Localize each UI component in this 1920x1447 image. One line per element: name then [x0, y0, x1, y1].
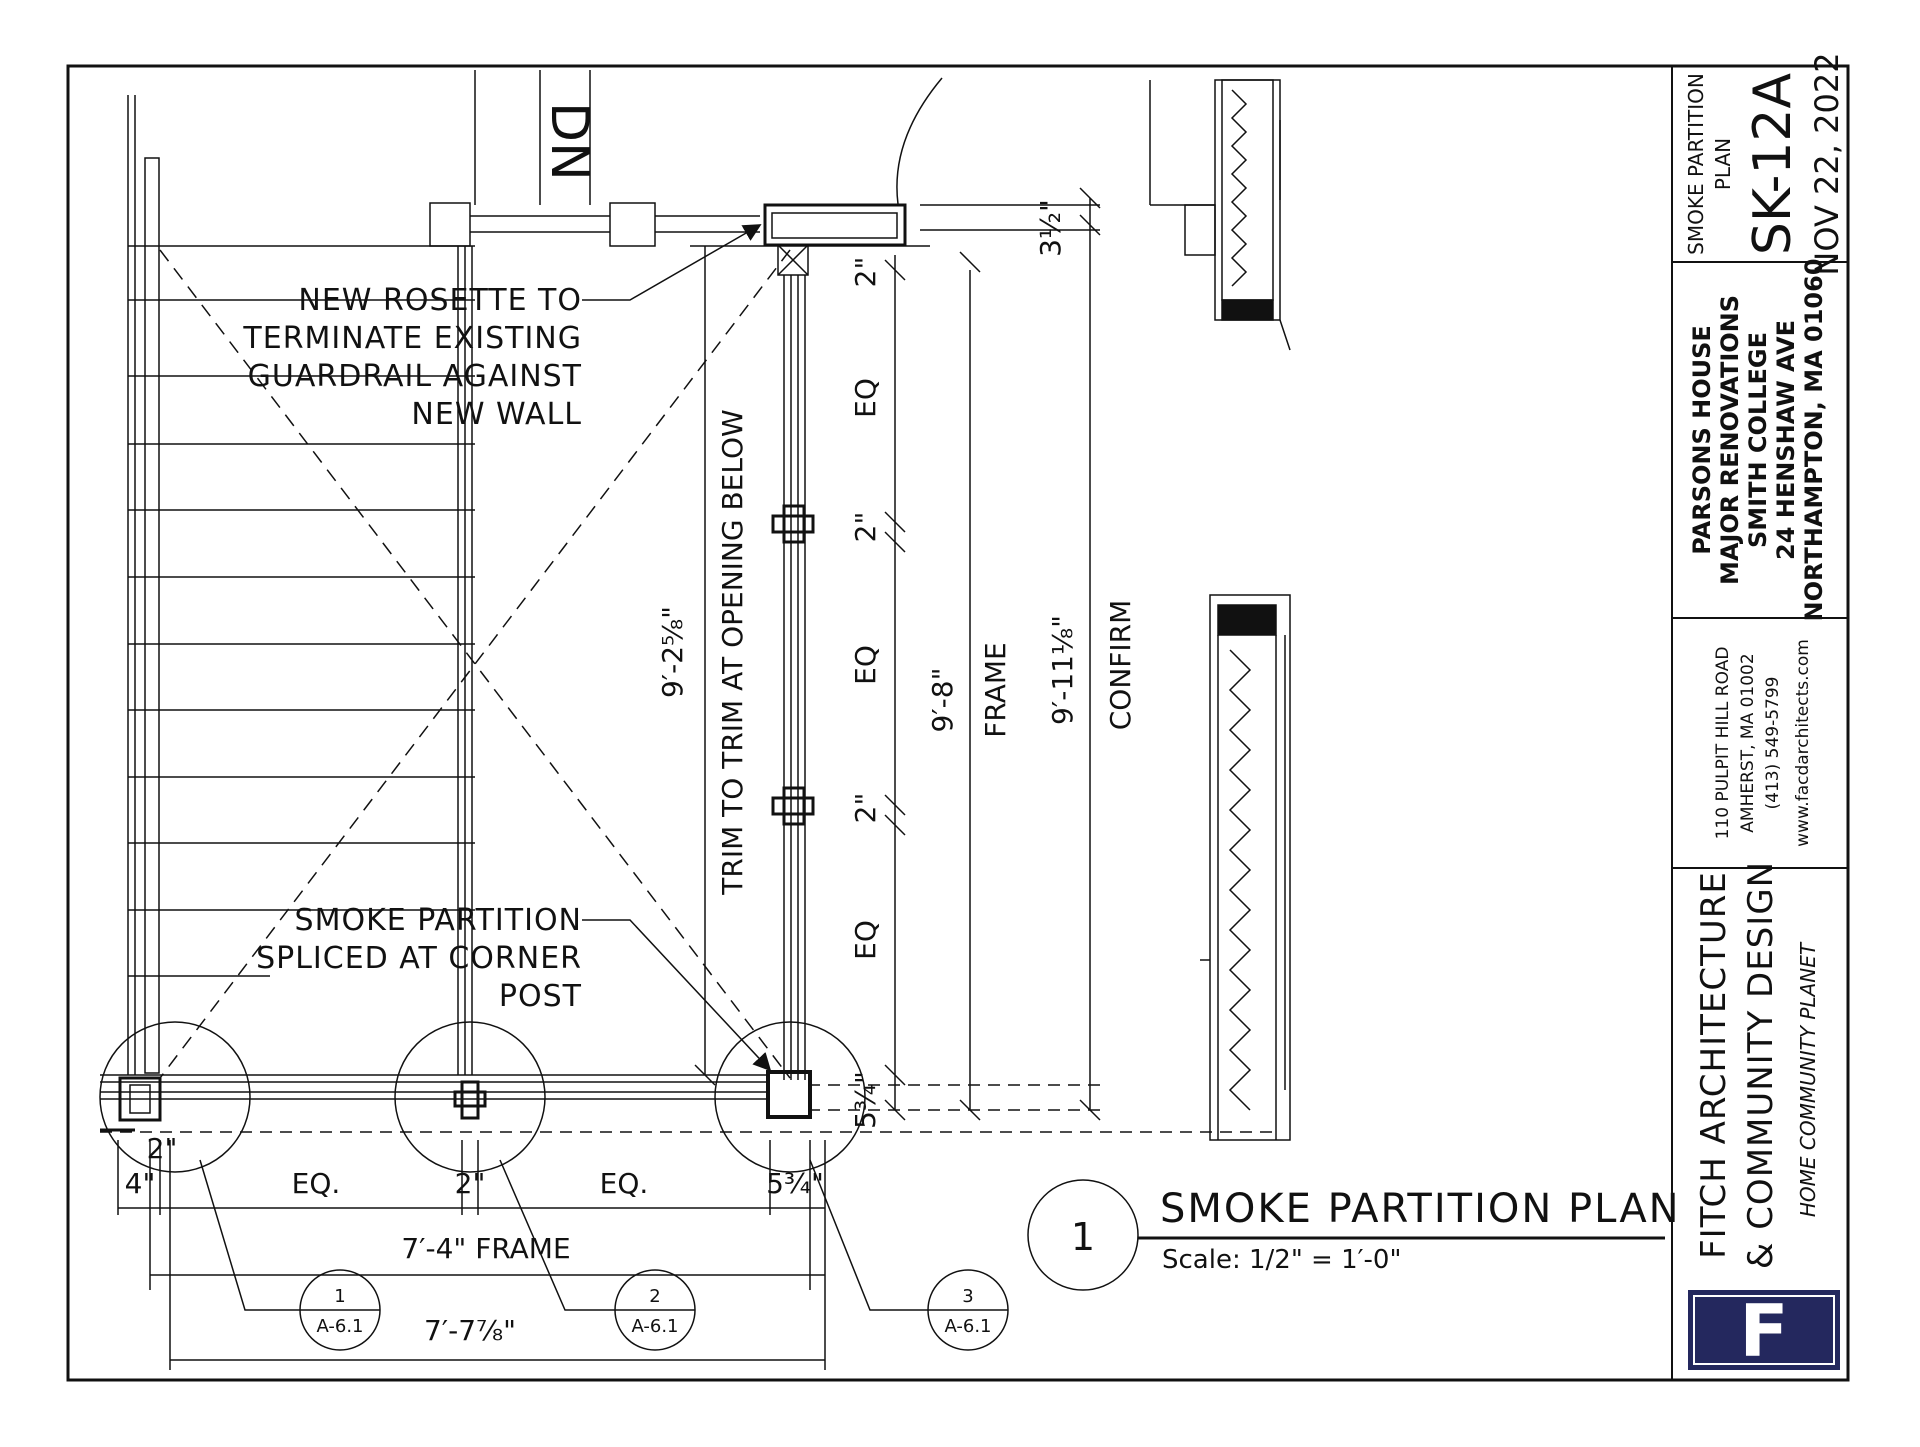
splice-note-line-2: SPLICED AT CORNER — [256, 941, 582, 976]
dim-h-frame: 7′-4" FRAME — [401, 1232, 570, 1265]
dim-h-post-mid: 2" — [455, 1167, 486, 1200]
firm-logo: F — [1688, 1289, 1840, 1373]
project-line-1: PARSONS HOUSE — [1688, 325, 1716, 555]
dim-top-gap: 3½" — [1034, 199, 1067, 257]
dim-h-eq-left: EQ. — [292, 1167, 341, 1200]
callout-1-sheet: A-6.1 — [316, 1316, 363, 1337]
firm-logo-letter: F — [1739, 1289, 1788, 1373]
dim-post-2-a: 2" — [849, 257, 882, 288]
sheet-title-line-2: PLAN — [1711, 138, 1735, 190]
title-block — [1671, 66, 1848, 1380]
rosette-note-line-1: NEW ROSETTE TO — [298, 283, 582, 318]
splice-note-line-1: SMOKE PARTITION — [295, 903, 582, 938]
firm-tagline: HOME COMMUNITY PLANET — [1796, 941, 1820, 1217]
callout-2-number: 2 — [649, 1286, 660, 1307]
sheet-border — [66, 64, 1850, 1382]
address-line-2: AMHERST, MA 01002 — [1738, 653, 1758, 832]
dim-eq-3: EQ — [849, 920, 882, 960]
rosette-note-line-3: GUARDRAIL AGAINST — [248, 359, 582, 394]
dim-h-post-left: 2" — [147, 1132, 178, 1165]
callout-1-number: 1 — [334, 1286, 345, 1307]
sheet-title-line-1: SMOKE PARTITION — [1684, 73, 1708, 255]
dim-trim-label: TRIM TO TRIM AT OPENING BELOW — [716, 409, 749, 895]
plan-scale: Scale: 1/2" = 1′-0" — [1162, 1245, 1401, 1275]
project-line-4: 24 HENSHAW AVE — [1772, 320, 1800, 560]
sheet-date: NOV 22, 2022 — [1808, 52, 1846, 275]
dim-trim: 9′-2⅝" — [656, 606, 689, 698]
dim-h-overall: 7′-7⅞" — [424, 1314, 516, 1347]
plan-number: 1 — [1071, 1215, 1095, 1259]
rosette-note-line-4: NEW WALL — [411, 397, 582, 432]
address-line-4: www.facdarchitects.com — [1793, 639, 1813, 847]
firm-name-line-1: FITCH ARCHITECTURE — [1694, 871, 1734, 1259]
splice-note: SMOKE PARTITION SPLICED AT CORNER POST — [256, 903, 582, 1014]
callout-2-sheet: A-6.1 — [631, 1316, 678, 1337]
dim-bottom-gap: 5¾" — [849, 1071, 882, 1129]
rosette-note-line-2: TERMINATE EXISTING — [242, 321, 582, 356]
dim-eq-1: EQ — [849, 378, 882, 418]
splice-note-line-3: POST — [499, 979, 582, 1014]
address-line-3: (413) 549-5799 — [1763, 677, 1783, 810]
callout-3-number: 3 — [962, 1286, 973, 1307]
project-line-2: MAJOR RENOVATIONS — [1716, 295, 1744, 585]
sheet-number: SK-12A — [1743, 72, 1803, 255]
rosette-note: NEW ROSETTE TO TERMINATE EXISTING GUARDR… — [242, 283, 582, 432]
dim-confirm: 9′-11⅛" — [1046, 615, 1079, 725]
project-line-3: SMITH COLLEGE — [1744, 332, 1772, 548]
dim-frame: 9′-8" — [926, 668, 959, 733]
callout-3-sheet: A-6.1 — [944, 1316, 991, 1337]
address-line-1: 110 PULPIT HILL ROAD — [1713, 647, 1733, 840]
plan-title: SMOKE PARTITION PLAN — [1160, 1186, 1681, 1232]
firm-name-line-2: & COMMUNITY DESIGN — [1741, 861, 1781, 1269]
dim-h-eq-right: EQ. — [600, 1167, 649, 1200]
stair-down-label: DN — [539, 102, 599, 181]
plan-drawing — [99, 70, 1665, 1370]
firm-logo-background — [1688, 1290, 1840, 1370]
dim-frame-label: FRAME — [979, 642, 1012, 737]
project-line-5: NORTHAMPTON, MA 01060 — [1800, 258, 1828, 621]
dim-confirm-label: CONFIRM — [1104, 600, 1137, 731]
dim-h-right-5: 5¾" — [766, 1167, 824, 1200]
dim-h-left-4: 4" — [125, 1167, 156, 1200]
dim-post-2-c: 2" — [849, 793, 882, 824]
dim-post-2-b: 2" — [849, 512, 882, 543]
dim-eq-2: EQ — [849, 645, 882, 685]
